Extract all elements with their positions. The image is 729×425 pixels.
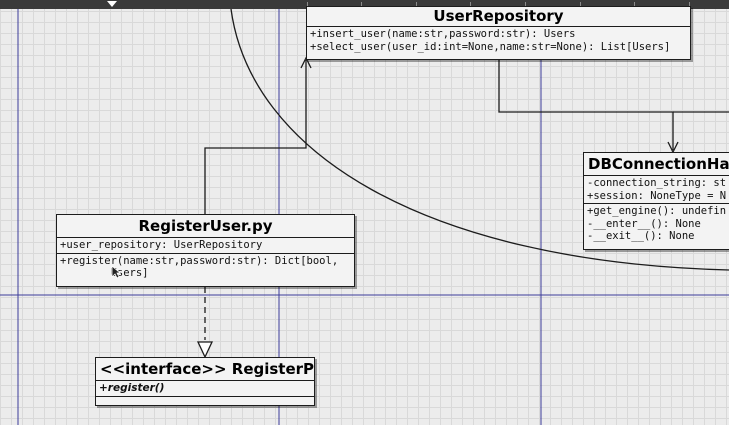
ruler-tick — [416, 2, 417, 7]
methods-section: +get_engine(): undefin -__enter__(): Non… — [584, 204, 729, 244]
attribute-row: -connection_string: st — [587, 177, 727, 189]
top-toolbar-strip — [0, 0, 729, 9]
ruler-tick — [525, 2, 526, 7]
dropdown-triangle-icon[interactable] — [107, 1, 117, 7]
interface-box-register-pet[interactable]: <<interface>> RegisterPet +register() — [95, 357, 315, 406]
ruler-tick — [580, 2, 581, 7]
ruler-tick — [470, 2, 471, 7]
interface-title: <<interface>> RegisterPet — [96, 358, 314, 381]
method-row: +register(name:str,password:str): Dict[b… — [60, 254, 339, 267]
class-title: DBConnectionHand — [584, 153, 729, 176]
attribute-row: +session: NoneType = N — [587, 189, 727, 202]
methods-section: +register(name:str,password:str): Dict[b… — [57, 254, 354, 281]
methods-section: +register() — [96, 381, 314, 397]
method-row: +select_user(user_id:int=None,name:str=N… — [310, 40, 671, 53]
association-connector — [204, 60, 307, 214]
method-row: Users] — [60, 267, 149, 279]
method-row: +get_engine(): undefin — [587, 205, 727, 217]
relation-arc — [230, 8, 729, 271]
method-row: -__exit__(): None — [587, 230, 695, 242]
method-row: +insert_user(name:str,password:str): Use… — [310, 28, 576, 40]
ruler-tick — [634, 2, 635, 7]
class-box-register-user[interactable]: RegisterUser.py +user_repository: UserRe… — [56, 214, 355, 287]
ruler-tick — [361, 2, 362, 7]
mouse-cursor-icon — [111, 265, 121, 279]
class-title: UserRepository — [307, 7, 690, 27]
attribute-row: +user_repository: UserRepository — [60, 239, 263, 251]
class-title: RegisterUser.py — [57, 215, 354, 238]
association-connector — [498, 60, 674, 150]
methods-section: +insert_user(name:str,password:str): Use… — [307, 27, 690, 54]
realization-arrow-head — [196, 341, 214, 359]
ruler-tick — [689, 2, 690, 7]
class-box-db-connection-handler[interactable]: DBConnectionHand -connection_string: st … — [583, 152, 729, 250]
method-row: -__enter__(): None — [587, 217, 701, 230]
class-box-user-repository[interactable]: UserRepository +insert_user(name:str,pas… — [306, 6, 691, 60]
attributes-section: -connection_string: st +session: NoneTyp… — [584, 176, 729, 204]
ruler-tick — [307, 2, 308, 7]
attributes-section: +user_repository: UserRepository — [57, 238, 354, 254]
method-row: +register() — [99, 382, 165, 394]
